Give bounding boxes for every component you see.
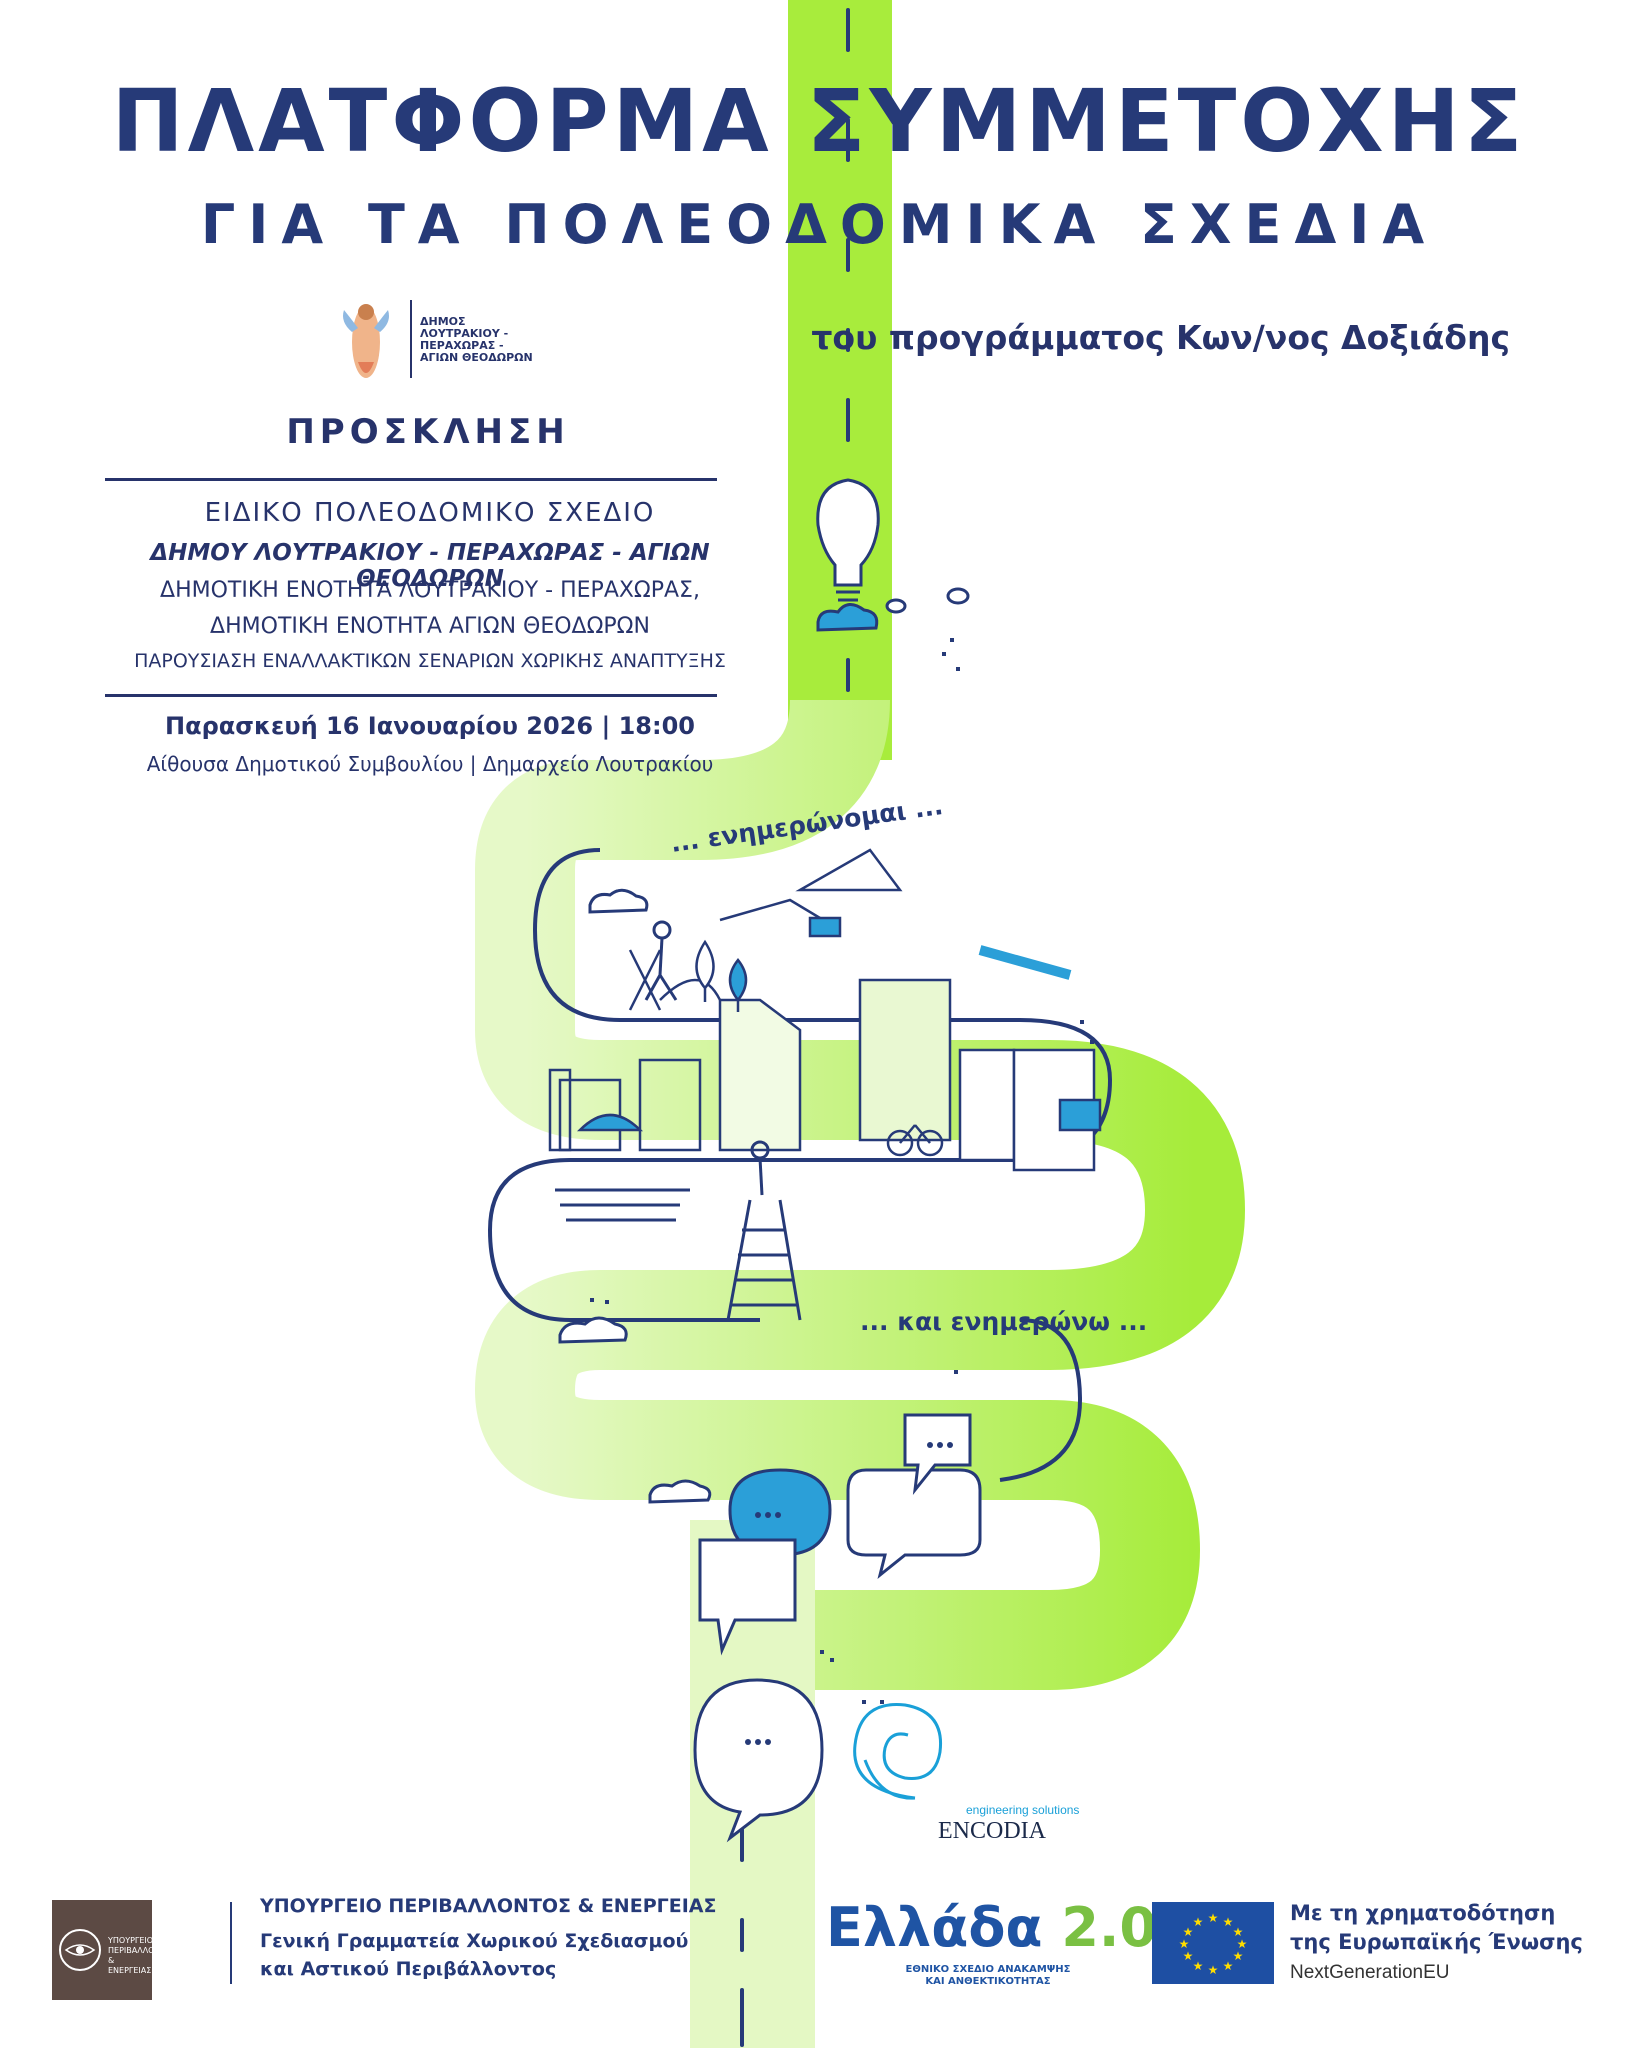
path-top-band [788, 0, 892, 760]
greece-2-logo: Ελλάδα 2.0 [826, 1896, 1157, 1959]
speech-bubble-right [846, 1468, 982, 1579]
city-illustration [548, 848, 1102, 1172]
divider-top [105, 478, 717, 481]
svg-text:★: ★ [1233, 1925, 1244, 1939]
svg-text:★: ★ [1208, 1963, 1219, 1977]
ministry-emblem-icon [59, 1929, 101, 1971]
encodia-logo-icon [853, 1703, 943, 1800]
svg-text:★: ★ [1179, 1937, 1190, 1951]
ministry-logo: ΥΠΟΥΡΓΕΙΟ ΠΕΡΙΒΑΛΛΟΝΤΟΣ & ΕΝΕΡΓΕΙΑΣ [52, 1900, 177, 2000]
encodia-tagline: engineering solutions [966, 1803, 1080, 1817]
path-winding-band [475, 698, 1245, 1690]
speech-bubble-bottom [693, 1678, 824, 1843]
title-line2: ΓΙΑ ΤΑ ΠΟΛΕΟΔΟΜΙΚΑ ΣΧΕΔΙΑ [200, 193, 1438, 256]
path-navy-line [487, 848, 1113, 1322]
ladder-illustration [726, 1140, 802, 1321]
municipality-name: ΔΗΜΟΥ ΛΟΥΤΡΑΚΙΟΥ - ΠΕΡΑΧΩΡΑΣ - ΑΓΙΩΝ ΘΕΟ… [150, 540, 710, 592]
plan-title: ΕΙΔΙΚΟ ΠΟΛΕΟΔΟΜΙΚΟ ΣΧΕΔΙΟ [204, 498, 656, 528]
svg-text:★: ★ [1193, 1959, 1204, 1973]
eu-nextgeneration: NextGenerationEU [1290, 1962, 1450, 1983]
eu-funding-line1: Με τη χρηματοδότηση [1290, 1901, 1556, 1925]
encodia-name: ENCODIA [938, 1818, 1046, 1844]
svg-text:★: ★ [1223, 1915, 1234, 1929]
ministry-title: ΥΠΟΥΡΓΕΙΟ ΠΕΡΙΒΑΛΛΟΝΤΟΣ & ΕΝΕΡΓΕΙΑΣ [260, 1895, 717, 1917]
municipality-logo-text: ΔΗΜΟΣ ΛΟΥΤΡΑΚΙΟΥ - ΠΕΡΑΧΩΡΑΣ - ΑΓΙΩΝ ΘΕΟ… [420, 315, 533, 364]
ministry-divider [230, 1902, 232, 1984]
svg-text:★: ★ [1237, 1937, 1248, 1951]
presentation-topic: ΠΑΡΟΥΣΙΑΣΗ ΕΝΑΛΛΑΚΤΙΚΩΝ ΣΕΝΑΡΙΩΝ ΧΩΡΙΚΗΣ… [134, 650, 726, 672]
speech-bubble-top-right [903, 1413, 972, 1496]
speech-bubble-left [698, 1538, 797, 1656]
path-label-inform: ... και ενημερώνω ... [860, 1307, 1147, 1336]
svg-text:★: ★ [1223, 1959, 1234, 1973]
svg-text:★: ★ [1193, 1915, 1204, 1929]
sea-illustration [555, 1188, 690, 1222]
eu-flag-icon: ★★★ ★★★ ★★★ ★★★ [1152, 1902, 1274, 1984]
ministry-secretariat-line1: Γενική Γραμματεία Χωρικού Σχεδιασμού [260, 1930, 689, 1952]
municipality-logo: ΔΗΜΟΣ ΛΟΥΤΡΑΚΙΟΥ - ΠΕΡΑΧΩΡΑΣ - ΑΓΙΩΝ ΘΕΟ… [336, 292, 556, 387]
greece-word: Ελλάδα [826, 1896, 1043, 1959]
eu-funding-line2: της Ευρωπαϊκής Ένωσης [1290, 1930, 1583, 1954]
municipal-unit-1: ΔΗΜΟΤΙΚΗ ΕΝΟΤΗΤΑ ΛΟΥΤΡΑΚΙΟΥ - ΠΕΡΑΧΩΡΑΣ, [160, 578, 700, 603]
title-line1: ΠΛΑΤΦΟΡΜΑ ΣΥΜΜΕΤΟΧΗΣ [111, 72, 1527, 172]
invitation-heading: ΠΡΟΣΚΛΗΣΗ [286, 412, 570, 452]
svg-text:★: ★ [1183, 1949, 1194, 1963]
municipal-unit-2: ΔΗΜΟΤΙΚΗ ΕΝΟΤΗΤΑ ΑΓΙΩΝ ΘΕΟΔΩΡΩΝ [210, 614, 650, 639]
logo-divider [410, 300, 412, 378]
divider-bottom [105, 694, 717, 697]
municipality-emblem-icon [343, 304, 389, 378]
svg-text:★: ★ [1183, 1925, 1194, 1939]
subtitle: του προγράμματος Κων/νος Δοξιάδης [811, 318, 1510, 357]
greece-2-subtitle: ΕΘΝΙΚΟ ΣΧΕΔΙΟ ΑΝΑΚΑΜΨΗΣ ΚΑΙ ΑΝΘΕΚΤΙΚΟΤΗΤ… [905, 1964, 1071, 1987]
ministry-box-text: ΥΠΟΥΡΓΕΙΟ ΠΕΡΙΒΑΛΛΟΝΤΟΣ & ΕΝΕΡΓΕΙΑΣ [108, 1936, 177, 1975]
lightbulb-illustration [816, 478, 880, 602]
svg-text:★: ★ [1208, 1911, 1219, 1925]
greece-version: 2.0 [1061, 1896, 1158, 1959]
ministry-secretariat-line2: και Αστικού Περιβάλλοντος [260, 1958, 557, 1980]
svg-text:★: ★ [1233, 1949, 1244, 1963]
event-datetime: Παρασκευή 16 Ιανουαρίου 2026 | 18:00 [165, 712, 695, 740]
event-venue: Αίθουσα Δημοτικού Συμβουλίου | Δημαρχείο… [146, 752, 714, 776]
